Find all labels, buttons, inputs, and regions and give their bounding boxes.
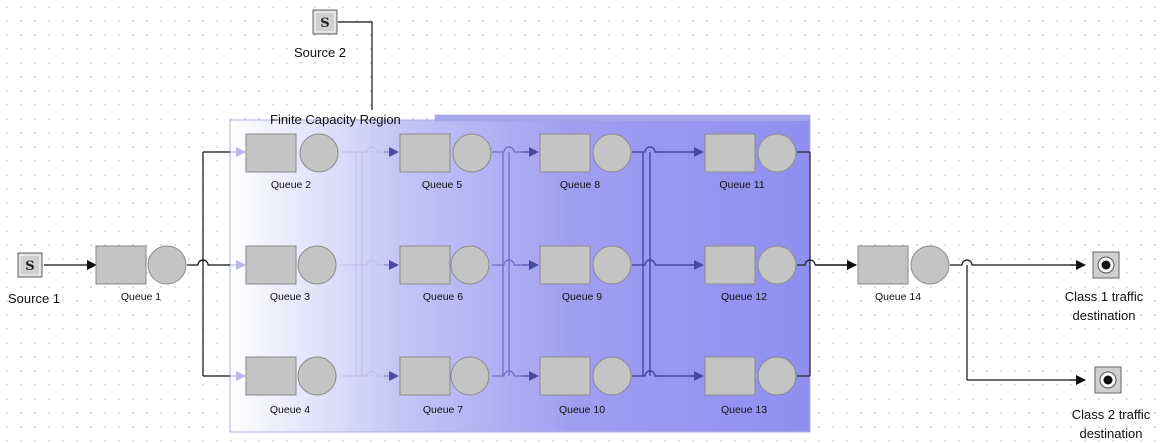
queue-label: Queue 10 xyxy=(559,404,605,416)
edge-queue1-out xyxy=(187,259,212,266)
sink-2-label-line1: Class 2 traffic xyxy=(1072,407,1151,422)
queue-label: Queue 5 xyxy=(422,179,462,191)
sink-2-label-line2: destination xyxy=(1080,426,1143,441)
queue-server xyxy=(450,245,490,285)
queue-buffer xyxy=(539,356,591,396)
edge-source2-out xyxy=(338,21,373,110)
queue-label: Queue 13 xyxy=(721,404,767,416)
queue-label: Queue 11 xyxy=(719,179,765,191)
queue-server xyxy=(757,356,797,396)
queue-6[interactable]: Queue 6 xyxy=(399,245,490,303)
queue-9[interactable]: Queue 9 xyxy=(539,245,632,303)
queue-buffer xyxy=(704,133,756,173)
queue-server xyxy=(450,356,490,396)
queue-server xyxy=(297,245,337,285)
source-1-label: Source 1 xyxy=(8,291,60,306)
queue-buffer xyxy=(857,245,909,285)
queue-server xyxy=(592,133,632,173)
queue-buffer xyxy=(245,133,297,173)
queue-server xyxy=(592,356,632,396)
queue-label: Queue 4 xyxy=(270,404,310,416)
source-1[interactable]: S Source 1 xyxy=(8,252,60,306)
region-label: Finite Capacity Region xyxy=(270,112,401,127)
queue-buffer xyxy=(245,245,297,285)
queue-8[interactable]: Queue 8 xyxy=(539,133,632,191)
queue-label: Queue 3 xyxy=(270,291,310,303)
stage1-stage2-links xyxy=(342,146,384,377)
queue-buffer xyxy=(95,245,147,285)
queue-7[interactable]: Queue 7 xyxy=(399,356,490,416)
queue-13[interactable]: Queue 13 xyxy=(704,356,797,416)
queue-server xyxy=(297,356,337,396)
stage3-stage4-links xyxy=(632,146,690,377)
queue-buffer xyxy=(399,356,451,396)
queue-label: Queue 12 xyxy=(721,291,767,303)
queue-buffer xyxy=(539,133,591,173)
queue-server xyxy=(452,133,492,173)
queue-label: Queue 6 xyxy=(423,291,463,303)
source-2-label: Source 2 xyxy=(294,45,346,60)
queue-label: Queue 8 xyxy=(560,179,600,191)
sink-1-label-line1: Class 1 traffic xyxy=(1065,289,1144,304)
queue-14[interactable]: Queue 14 xyxy=(857,245,950,303)
source-1-letter: S xyxy=(25,259,34,274)
sink-class-1[interactable]: Class 1 traffic destination xyxy=(1065,251,1144,323)
queue-1[interactable]: Queue 1 xyxy=(95,245,187,303)
source-s-icon xyxy=(312,9,338,35)
queue-server xyxy=(757,133,797,173)
stage4-merge-links xyxy=(797,151,816,377)
queue-11[interactable]: Queue 11 xyxy=(704,133,797,191)
queue-server xyxy=(592,245,632,285)
queue-3[interactable]: Queue 3 xyxy=(245,245,337,303)
queue-label: Queue 1 xyxy=(121,291,161,303)
queue-buffer xyxy=(245,356,297,396)
queue-10[interactable]: Queue 10 xyxy=(539,356,632,416)
queue-12[interactable]: Queue 12 xyxy=(704,245,797,303)
queue-buffer xyxy=(704,245,756,285)
queue-label: Queue 14 xyxy=(875,291,921,303)
source-2-letter: S xyxy=(320,16,329,31)
queue14-out-links xyxy=(950,259,1082,381)
queue-buffer xyxy=(704,356,756,396)
queue-buffer xyxy=(399,245,451,285)
queue-4[interactable]: Queue 4 xyxy=(245,356,337,416)
queue-server xyxy=(299,133,339,173)
sink-1-label-line2: destination xyxy=(1073,308,1136,323)
queue-label: Queue 7 xyxy=(423,404,463,416)
queue-5[interactable]: Queue 5 xyxy=(399,133,492,191)
queue-label: Queue 9 xyxy=(562,291,602,303)
source-2[interactable]: S Source 2 xyxy=(294,9,346,60)
queue-label: Queue 2 xyxy=(271,179,311,191)
connections xyxy=(44,21,1086,385)
stage2-stage3-links xyxy=(492,146,522,377)
queue-buffer xyxy=(539,245,591,285)
source-s-icon xyxy=(17,252,43,278)
queue-2[interactable]: Queue 2 xyxy=(245,133,339,191)
region-top-bar xyxy=(434,114,811,122)
queue-server xyxy=(910,245,950,285)
queue-buffer xyxy=(399,133,451,173)
queue-server xyxy=(757,245,797,285)
sink-class-2[interactable]: Class 2 traffic destination xyxy=(1072,366,1151,441)
queue-server xyxy=(147,245,187,285)
